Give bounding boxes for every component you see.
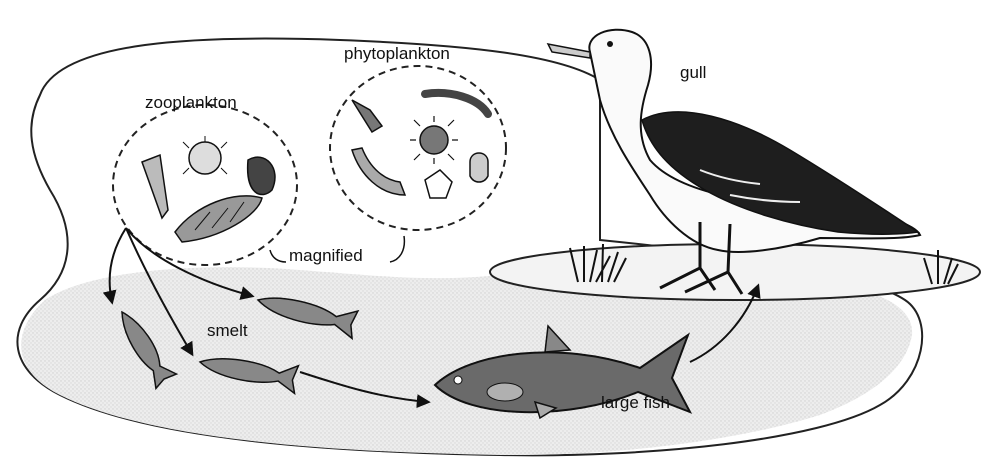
smelt-label: smelt [207, 321, 248, 341]
gull-label: gull [680, 63, 706, 83]
gull-eye [607, 41, 613, 47]
large-fish-gill [487, 383, 523, 401]
zooplankton-label: zooplankton [145, 93, 237, 113]
phytoplankton-magnifier-circle [330, 66, 506, 230]
phytoplankton-label: phytoplankton [344, 44, 450, 64]
large-fish-eye [454, 376, 462, 384]
large-fish-label: large fish [601, 393, 670, 413]
zooplankton-cluster-icon [113, 105, 297, 265]
magnified-label: magnified [289, 246, 363, 266]
gull-beak [548, 44, 590, 58]
phytoplankton-cluster-icon [330, 66, 506, 230]
